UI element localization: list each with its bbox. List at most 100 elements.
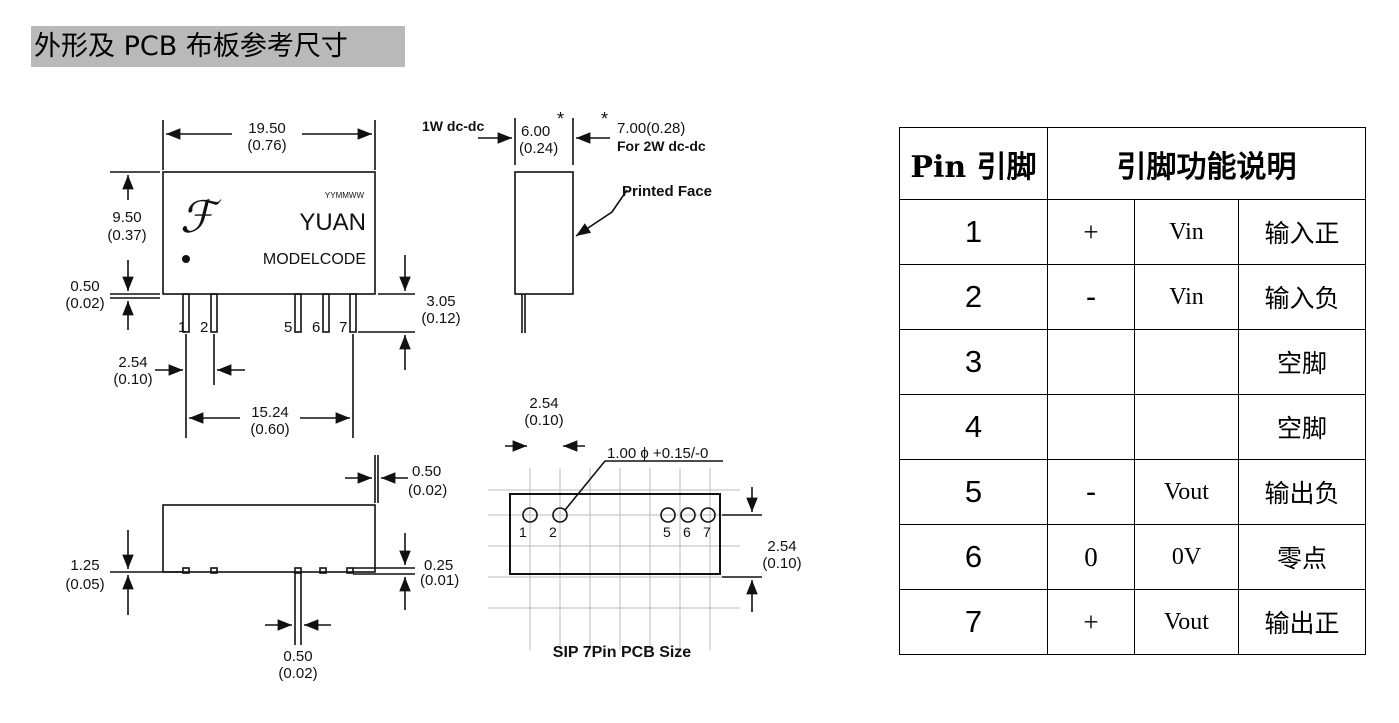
svg-text:2.54: 2.54 <box>118 354 147 371</box>
pcb-hole-2 <box>552 507 568 523</box>
svg-text:1.25: 1.25 <box>70 557 99 574</box>
cell-pin: 1 <box>899 199 1048 265</box>
date-code: YYMMWW <box>325 191 365 200</box>
svg-text:7: 7 <box>339 319 347 336</box>
module-front-body <box>162 171 376 295</box>
face-dot <box>182 255 190 263</box>
cell-sign: 0 <box>1047 524 1135 590</box>
svg-text:5: 5 <box>284 319 292 336</box>
svg-text:6: 6 <box>683 524 691 540</box>
cell-volt: Vout <box>1134 459 1239 525</box>
header-function: 引脚功能说明 <box>1046 127 1367 200</box>
svg-text:(0.37): (0.37) <box>107 227 146 244</box>
cell-volt <box>1134 329 1239 395</box>
svg-text:0.25: 0.25 <box>424 557 453 574</box>
pin-6 <box>322 293 330 333</box>
svg-text:2.54: 2.54 <box>529 395 558 412</box>
svg-text:5: 5 <box>663 524 671 540</box>
svg-text:19.50: 19.50 <box>248 120 286 137</box>
svg-text:1.00 ϕ +0.15/-0: 1.00 ϕ +0.15/-0 <box>607 445 708 462</box>
table-row: 1 + Vin 输入正 <box>899 199 1367 265</box>
cell-pin: 6 <box>899 524 1048 590</box>
cell-volt <box>1134 394 1239 460</box>
svg-text:2: 2 <box>549 524 557 540</box>
svg-text:2.54: 2.54 <box>767 538 796 555</box>
pcb-hole-1 <box>522 507 538 523</box>
cell-desc: 零点 <box>1237 524 1367 590</box>
svg-text:1: 1 <box>519 524 527 540</box>
svg-text:6.00: 6.00 <box>521 123 550 140</box>
cell-sign: + <box>1047 589 1135 655</box>
svg-text:(0.05): (0.05) <box>65 576 104 593</box>
cell-sign <box>1047 329 1135 395</box>
cell-volt: Vin <box>1134 264 1239 330</box>
svg-text:7: 7 <box>703 524 711 540</box>
table-row: 6 0 0V 零点 <box>899 524 1367 590</box>
cell-desc: 输入负 <box>1237 264 1367 330</box>
svg-text:0.50: 0.50 <box>70 278 99 295</box>
cell-pin: 2 <box>899 264 1048 330</box>
pcb-grid <box>488 468 740 650</box>
svg-text:(0.01): (0.01) <box>420 572 459 589</box>
svg-text:(0.02): (0.02) <box>65 295 104 312</box>
cell-sign: - <box>1047 264 1135 330</box>
logo-text: YUAN <box>299 209 366 236</box>
pcb-hole-5 <box>660 507 676 523</box>
svg-text:15.24: 15.24 <box>251 404 289 421</box>
pcb-hole-6 <box>680 507 696 523</box>
cell-volt: Vout <box>1134 589 1239 655</box>
cell-pin: 5 <box>899 459 1048 525</box>
svg-text:(0.10): (0.10) <box>113 371 152 388</box>
cell-sign <box>1047 394 1135 460</box>
table-row: 3 空脚 <box>899 329 1367 395</box>
module-side-body <box>514 171 574 295</box>
pcb-outline <box>509 493 721 575</box>
cell-desc: 输入正 <box>1237 199 1367 265</box>
svg-text:3.05: 3.05 <box>426 293 455 310</box>
table-header-row: Pin 引脚 引脚功能说明 <box>899 127 1367 200</box>
svg-text:(0.24): (0.24) <box>519 140 558 157</box>
model-code: MODELCODE <box>263 251 366 268</box>
svg-text:*: * <box>557 109 564 129</box>
pin-function-table: Pin 引脚 引脚功能说明 1 + Vin 输入正 2 - Vin 输入负 3 … <box>899 127 1367 655</box>
svg-text:(0.12): (0.12) <box>421 310 460 327</box>
cell-desc: 空脚 <box>1237 329 1367 395</box>
pin-1 <box>182 293 190 333</box>
module-bottom-body <box>162 504 376 573</box>
table-row: 7 + Vout 输出正 <box>899 589 1367 655</box>
cell-pin: 7 <box>899 589 1048 655</box>
table-row: 2 - Vin 输入负 <box>899 264 1367 330</box>
svg-text:(0.10): (0.10) <box>762 555 801 572</box>
dimension-drawing: ℱ YYMMWW YUAN MODELCODE 19.50 (0.76) 9.5… <box>65 109 801 682</box>
table-row: 4 空脚 <box>899 394 1367 460</box>
cell-volt: 0V <box>1134 524 1239 590</box>
pin-5 <box>294 293 302 333</box>
svg-text:(0.10): (0.10) <box>524 412 563 429</box>
svg-text:*: * <box>601 109 608 129</box>
svg-text:(0.02): (0.02) <box>408 482 447 499</box>
header-pin: Pin 引脚 <box>899 127 1048 200</box>
svg-text:(0.76): (0.76) <box>247 137 286 154</box>
svg-text:(0.60): (0.60) <box>250 421 289 438</box>
svg-text:0.50: 0.50 <box>412 463 441 480</box>
svg-text:2: 2 <box>200 319 208 336</box>
svg-text:7.00(0.28): 7.00(0.28) <box>617 120 685 137</box>
svg-text:6: 6 <box>312 319 320 336</box>
logo-mark: ℱ <box>180 193 222 242</box>
svg-text:9.50: 9.50 <box>112 209 141 226</box>
pin-2 <box>210 293 218 333</box>
pcb-hole-7 <box>700 507 716 523</box>
svg-text:(0.02): (0.02) <box>278 665 317 682</box>
svg-text:Printed Face: Printed Face <box>622 183 712 200</box>
cell-desc: 输出负 <box>1237 459 1367 525</box>
svg-text:1: 1 <box>178 319 186 336</box>
cell-desc: 空脚 <box>1237 394 1367 460</box>
cell-desc: 输出正 <box>1237 589 1367 655</box>
cell-pin: 3 <box>899 329 1048 395</box>
svg-text:1W dc-dc: 1W dc-dc <box>422 118 484 134</box>
svg-text:For 2W dc-dc: For 2W dc-dc <box>617 138 706 154</box>
cell-pin: 4 <box>899 394 1048 460</box>
cell-sign: - <box>1047 459 1135 525</box>
cell-sign: + <box>1047 199 1135 265</box>
cell-volt: Vin <box>1134 199 1239 265</box>
